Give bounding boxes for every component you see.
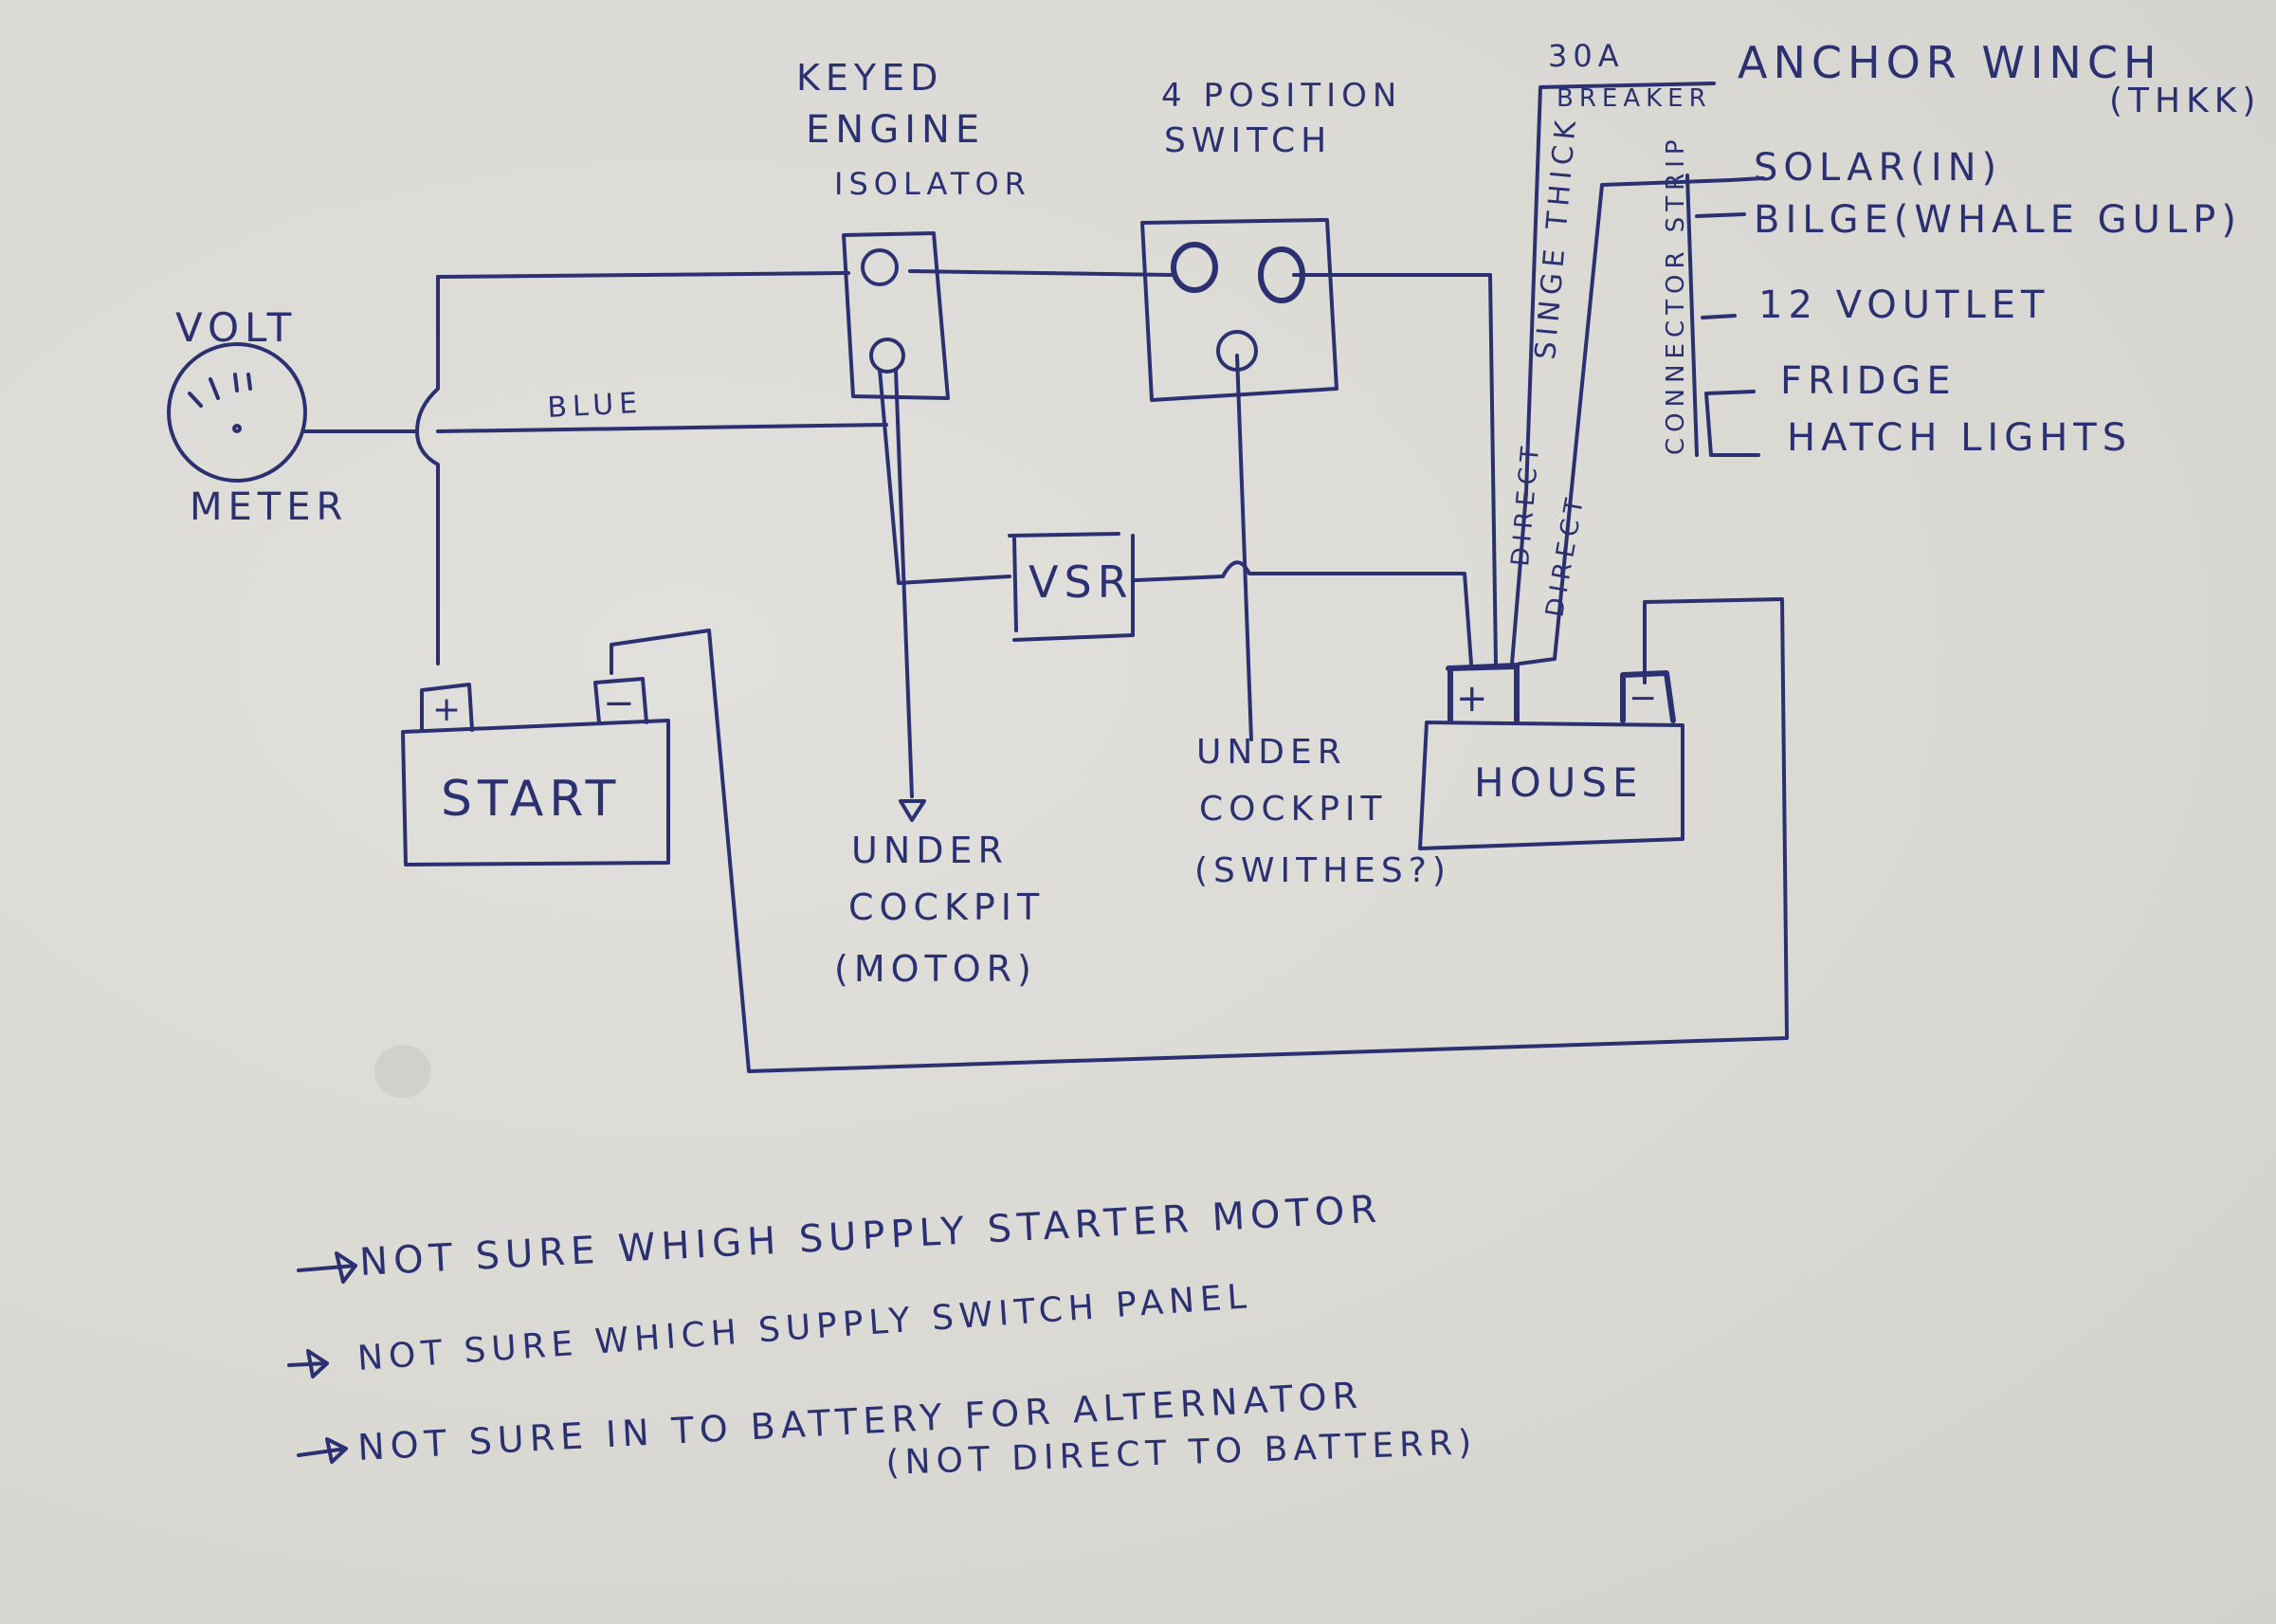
wire-start-positive [415, 275, 440, 666]
house-battery-body [1418, 721, 1684, 850]
note-1: NOT SURE WHIGH SUPPLY STARTER MOTOR [358, 1188, 1383, 1285]
wire-isolator-motor [894, 368, 914, 798]
switches-dest-line-2: COCKPIT [1199, 790, 1388, 829]
isolator-label-1: KEYED [796, 57, 943, 99]
isolator-label-3: ISOLATOR [834, 166, 1031, 202]
wire-isolator-vsr [878, 368, 1011, 585]
arrow-motor-icon [899, 799, 926, 822]
isolator-box [842, 231, 950, 400]
keyed-engine-isolator: KEYED ENGINE ISOLATOR [796, 57, 1031, 400]
start-battery-label: START [441, 771, 621, 828]
direct-label-1: DIRECT [1506, 440, 1545, 567]
direct-label-2: DIRECT [1540, 491, 1591, 619]
connector-strip-bar [1685, 173, 1760, 457]
vsr-relay: VSR [1008, 532, 1135, 642]
start-battery-body [401, 719, 670, 867]
wire-direct-connector [1518, 178, 1732, 666]
isolator-terminal-top [861, 248, 899, 286]
wire-negative-loop [610, 597, 1789, 1073]
blue-wire-label: BLUE [547, 387, 644, 425]
switch-terminal-common [1216, 330, 1258, 372]
wire-blue [303, 423, 888, 433]
volt-meter-label-bottom: METER [190, 485, 348, 529]
switch-terminal-1 [1171, 242, 1218, 293]
switch-box [1140, 218, 1338, 402]
house-negative-symbol: − [1629, 679, 1663, 718]
switches-dest-line-1: UNDER [1196, 733, 1347, 772]
vsr-box [1008, 532, 1135, 642]
switch-label-1: 4 POSITION [1161, 77, 1402, 115]
start-positive-symbol: + [432, 690, 466, 729]
output-hatch-lights: HATCH LIGHTS [1787, 416, 2132, 460]
switch-label-2: SWITCH [1164, 121, 1332, 160]
output-solar: SOLAR(IN) [1754, 146, 2002, 190]
four-position-switch: 4 POSITION SWITCH [1140, 77, 1402, 402]
volt-meter-pivot [232, 424, 242, 433]
volt-meter-ticks [188, 373, 252, 408]
connector-outputs: SOLAR(IN) BILGE(WHALE GULP) 12 VOUTLET F… [1754, 146, 2242, 460]
house-battery-label: HOUSE [1474, 759, 1644, 806]
start-positive-terminal [420, 683, 474, 732]
breaker-anchor: 30A BREAKER ANCHOR WINCH (THKK) [1548, 37, 2261, 120]
connector-solar-branch [1728, 176, 1765, 182]
breaker-rating: 30A [1548, 38, 1625, 74]
note-arrow-1-icon [297, 1251, 357, 1284]
motor-dest-line-3: (MOTOR) [834, 948, 1037, 990]
wires [303, 82, 1789, 1073]
breaker-label: BREAKER [1557, 84, 1712, 113]
anchor-winch-label: ANCHOR WINCH [1738, 37, 2162, 88]
start-battery: + − START [401, 677, 670, 867]
destination-motor: UNDER COCKPIT (MOTOR) [834, 830, 1045, 990]
wire-vsr-house [1134, 560, 1473, 666]
isolator-label-2: ENGINE [806, 108, 985, 152]
house-positive-symbol: + [1456, 677, 1494, 721]
paper-smudge [374, 1045, 431, 1098]
house-battery: + − HOUSE [1418, 663, 1684, 850]
output-fridge: FRIDGE [1780, 359, 1957, 403]
volt-meter: VOLT METER [167, 304, 348, 529]
wire-switch-cockpit [1235, 354, 1253, 741]
note-arrow-3-icon [297, 1437, 348, 1464]
volt-meter-dial-icon [167, 342, 307, 483]
note-2: NOT SURE WHICH SUPPLY SWITCH PANEL [356, 1277, 1253, 1378]
output-12v-outlet: 12 VOUTLET [1758, 283, 2049, 327]
house-positive-terminal [1446, 663, 1520, 723]
notes: NOT SURE WHIGH SUPPLY STARTER MOTOR NOT … [287, 1188, 1478, 1483]
switches-dest-line-3: (SWITHES?) [1194, 851, 1451, 890]
volt-meter-label-top: VOLT [175, 304, 297, 351]
motor-dest-line-2: COCKPIT [848, 886, 1045, 928]
house-negative-terminal [1620, 670, 1676, 723]
switch-terminal-2 [1258, 246, 1305, 303]
start-negative-terminal [593, 677, 648, 724]
motor-dest-line-1: UNDER [851, 830, 1009, 871]
start-negative-symbol: − [603, 682, 641, 725]
wire-top-bus [436, 269, 1498, 666]
note-arrow-2-icon [287, 1349, 329, 1378]
destination-switches: UNDER COCKPIT (SWITHES?) [1194, 733, 1451, 890]
wire-single-thick [1510, 82, 1716, 666]
connector-strip [1685, 173, 1765, 457]
output-bilge: BILGE(WHALE GULP) [1754, 198, 2242, 242]
anchor-winch-note: (THKK) [2109, 82, 2261, 120]
vsr-label: VSR [1029, 557, 1134, 608]
connector-strip-label: CONNECTOR STRIP [1662, 134, 1690, 455]
isolator-terminal-bottom [869, 338, 905, 374]
